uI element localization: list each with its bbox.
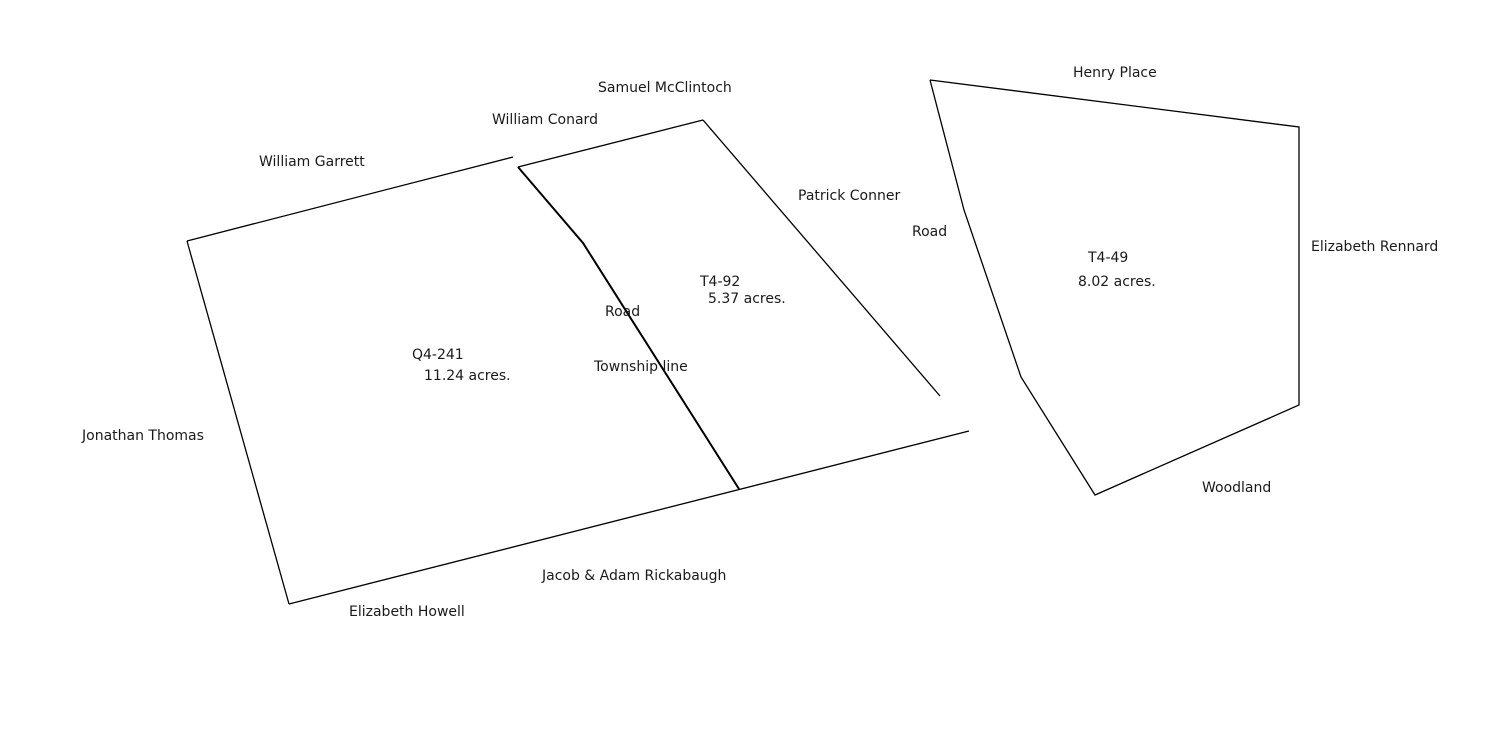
road-label-right: Road — [912, 224, 948, 240]
parcel-area-t4-49: 8.02 acres. — [1078, 274, 1156, 290]
t4-49-boundary — [929, 79, 1300, 496]
t4-92-north-boundary — [517, 119, 704, 168]
neighbor-label-william-garrett: William Garrett — [259, 154, 365, 170]
parcel-id-t4-92: T4-92 — [700, 274, 741, 290]
neighbor-label-elizabeth-rennard: Elizabeth Rennard — [1311, 239, 1439, 255]
parcel-area-q4-241: 11.24 acres. — [424, 368, 511, 384]
road-township-line — [517, 166, 740, 490]
neighbor-label-jacob-adam-rickabaugh: Jacob & Adam Rickabaugh — [542, 568, 727, 584]
neighbor-label-elizabeth-howell: Elizabeth Howell — [349, 604, 465, 620]
q4-241-north-boundary — [186, 156, 514, 242]
neighbor-label-henry-place: Henry Place — [1073, 65, 1157, 81]
road-label-center: Road — [605, 304, 641, 320]
neighbor-label-patrick-conner: Patrick Conner — [798, 188, 901, 204]
township-line-label: Township line — [594, 359, 688, 375]
neighbor-label-william-conard: William Conard — [492, 112, 598, 128]
neighbor-label-woodland: Woodland — [1202, 480, 1272, 496]
t4-92-east-boundary — [702, 119, 941, 397]
parcel-id-q4-241: Q4-241 — [412, 347, 464, 363]
parcel-id-t4-49: T4-49 — [1088, 250, 1129, 266]
parcel-area-t4-92: 5.37 acres. — [708, 291, 786, 307]
neighbor-label-samuel-mcclintoch: Samuel McClintoch — [598, 80, 732, 96]
q4-241-west-boundary — [186, 240, 290, 605]
shared-south-boundary — [288, 430, 970, 605]
neighbor-label-jonathan-thomas: Jonathan Thomas — [82, 428, 204, 444]
